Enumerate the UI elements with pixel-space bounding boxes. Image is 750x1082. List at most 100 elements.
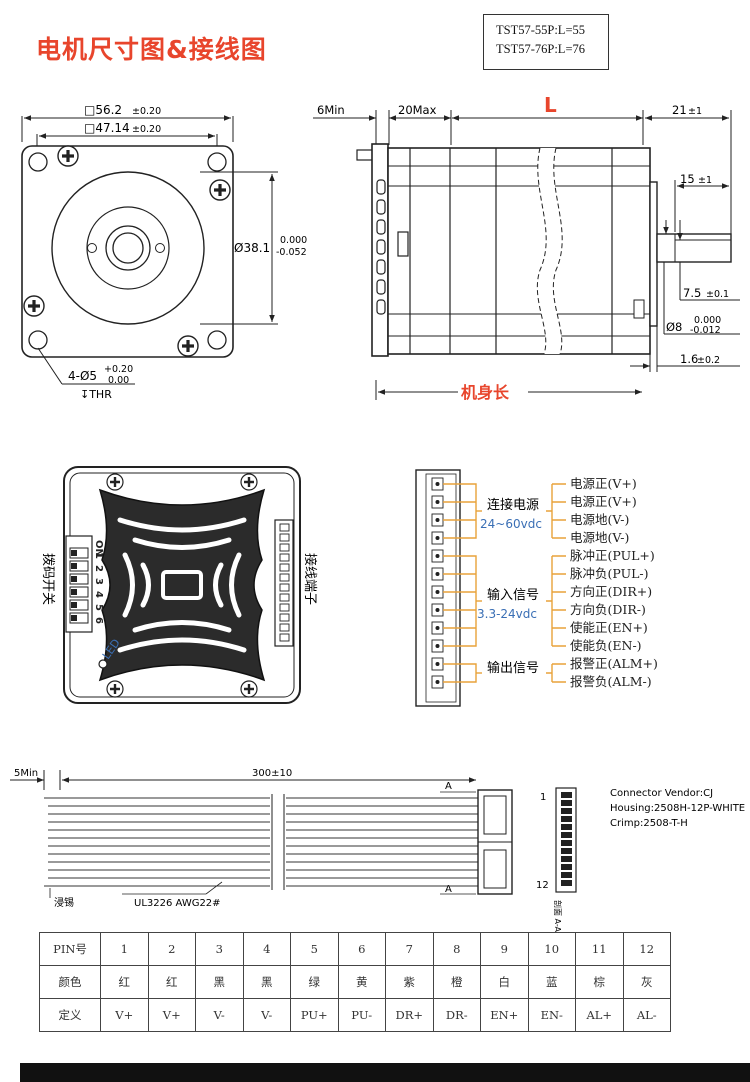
pin-label-1: 电源正(V+)	[570, 476, 637, 491]
pilot-dim: Ø38.1	[234, 241, 270, 255]
pin-label-7: 方向正(DIR+)	[570, 584, 652, 599]
cell-color: 绿	[290, 965, 339, 999]
cell-def: DR+	[385, 998, 434, 1032]
group-input-range: 3.3-24vdc	[477, 607, 537, 621]
cell-pin: 4	[242, 932, 291, 966]
shaft-len: 21	[672, 103, 687, 117]
pin-label-3: 电源地(V-)	[570, 512, 629, 527]
hole-note: ↧THR	[80, 388, 112, 401]
pin-label-2: 电源正(V+)	[570, 494, 637, 509]
flat-len-tol: ±1	[698, 175, 712, 186]
cell-pin: 9	[480, 932, 529, 966]
pin-last-label: 12	[536, 880, 549, 891]
group-power-range: 24~60vdc	[480, 517, 542, 531]
wiring-diagram: 连接电源 24~60vdc 输入信号 3.3-24vdc 输出信号 电源正(V+…	[415, 469, 658, 707]
length-letter: L	[544, 93, 557, 117]
cell-pin: 8	[432, 932, 481, 966]
shaft-dia: Ø8	[666, 320, 682, 334]
terminal-label: 接线端子	[302, 553, 318, 605]
pin-label-8: 方向负(DIR-)	[570, 602, 646, 617]
group-input-name: 输入信号	[487, 587, 539, 603]
cell-color: 红	[147, 965, 196, 999]
cell-pin: 7	[385, 932, 434, 966]
front-view: □56.2 ±0.20 □47.14 ±0.20 Ø38.1 0.000 -0.…	[21, 103, 307, 401]
bolt-tol: ±0.20	[132, 124, 161, 135]
shaft-dia-tol-lower: -0.012	[690, 325, 721, 336]
model-76: TST57-76P:L=76	[496, 42, 585, 56]
cell-color: 黄	[337, 965, 386, 999]
dip-on-label: ON	[93, 540, 104, 557]
table-row-color: 颜色 红 红 黑 黑 绿 黄 紫 橙 白 蓝 棕 灰	[39, 965, 671, 999]
cell-color: 灰	[622, 965, 671, 999]
pin-table: PIN号 1 2 3 4 5 6 7 8 9 10 11 12 颜色 红 红 黑…	[39, 932, 671, 1032]
cell-def: AL+	[575, 998, 624, 1032]
tin-label: 浸锡	[54, 896, 74, 909]
pin-label-11: 报警正(ALM+)	[570, 656, 658, 671]
side-view: 6Min 20Max L 21 ±1	[313, 93, 740, 402]
cell-def: PU-	[337, 998, 386, 1032]
cell-color: 紫	[385, 965, 434, 999]
cell-color: 蓝	[527, 965, 576, 999]
dip-num-6: 6	[93, 617, 104, 624]
cell-pin: 12	[622, 932, 671, 966]
cell-def: PU+	[290, 998, 339, 1032]
table-row-pin: PIN号 1 2 3 4 5 6 7 8 9 10 11 12	[39, 932, 671, 966]
dip-num-4: 4	[93, 591, 104, 598]
dip-num-2: 2	[93, 565, 104, 572]
cable-drawing: 5Min 300±10 A A 浸锡 UL3226 AWG22#	[10, 768, 745, 933]
group-output-name: 输出信号	[487, 660, 539, 676]
pin-label-9: 使能正(EN+)	[570, 620, 648, 635]
flat-depth: 7.5	[683, 286, 701, 300]
cable-length-label: 300±10	[252, 768, 292, 779]
flat-len: 15	[680, 172, 695, 186]
flange-thk-tol: ±0.2	[697, 355, 720, 366]
bolt-dim: □47.14	[84, 121, 130, 135]
section-title: 剖面 A-A	[553, 900, 563, 933]
header-pin: PIN号	[39, 932, 101, 966]
pin-label-5: 脉冲正(PUL+)	[570, 548, 655, 563]
dip-num-1: 1	[93, 552, 104, 559]
max-label: 20Max	[398, 103, 437, 117]
page-title: 电机尺寸图&接线图	[36, 35, 267, 64]
wire-spec: UL3226 AWG22#	[134, 898, 221, 909]
body-length-label: 机身长	[461, 383, 510, 402]
cell-pin: 3	[195, 932, 244, 966]
table-row-def: 定义 V+ V+ V- V- PU+ PU- DR+ DR- EN+ EN- A…	[39, 998, 671, 1032]
connector-crimp: Crimp:2508-T-H	[610, 818, 688, 829]
dip-label: 拨码开关	[40, 553, 55, 605]
shaft-dia-tol-upper: 0.000	[694, 315, 721, 326]
section-a-top: A	[445, 781, 452, 792]
width-tol: ±0.20	[132, 106, 161, 117]
connector-vendor: Connector Vendor:CJ	[610, 788, 713, 799]
cell-pin: 2	[147, 932, 196, 966]
pilot-tol-upper: 0.000	[280, 235, 307, 246]
model-list: TST57-55P:L=55 TST57-76P:L=76	[483, 14, 609, 70]
cell-def: AL-	[622, 998, 671, 1032]
group-power-name: 连接电源	[487, 497, 539, 513]
cell-color: 白	[480, 965, 529, 999]
cell-color: 棕	[575, 965, 624, 999]
shaft-len-tol: ±1	[688, 106, 702, 117]
width-dim: □56.2	[84, 103, 122, 117]
header-color: 颜色	[39, 965, 101, 999]
hole-tol-upper: +0.20	[104, 364, 133, 375]
cell-def: V-	[242, 998, 291, 1032]
cable-min-label: 5Min	[14, 768, 38, 779]
cell-pin: 5	[290, 932, 339, 966]
min-label: 6Min	[317, 103, 345, 117]
cell-color: 黑	[242, 965, 291, 999]
pin-label-10: 使能负(EN-)	[570, 638, 642, 653]
pilot-tol-lower: -0.052	[276, 247, 307, 258]
flange-thk: 1.6	[680, 352, 698, 366]
pin-label-4: 电源地(V-)	[570, 530, 629, 545]
cell-pin: 11	[575, 932, 624, 966]
dip-num-3: 3	[93, 578, 104, 585]
cell-def: EN-	[527, 998, 576, 1032]
cell-color: 橙	[432, 965, 481, 999]
cell-def: V-	[195, 998, 244, 1032]
cell-color: 黑	[195, 965, 244, 999]
hole-tol-lower: 0.00	[108, 375, 129, 386]
pin-label-6: 脉冲负(PUL-)	[570, 566, 649, 581]
cell-def: EN+	[480, 998, 529, 1032]
flat-depth-tol: ±0.1	[706, 289, 729, 300]
